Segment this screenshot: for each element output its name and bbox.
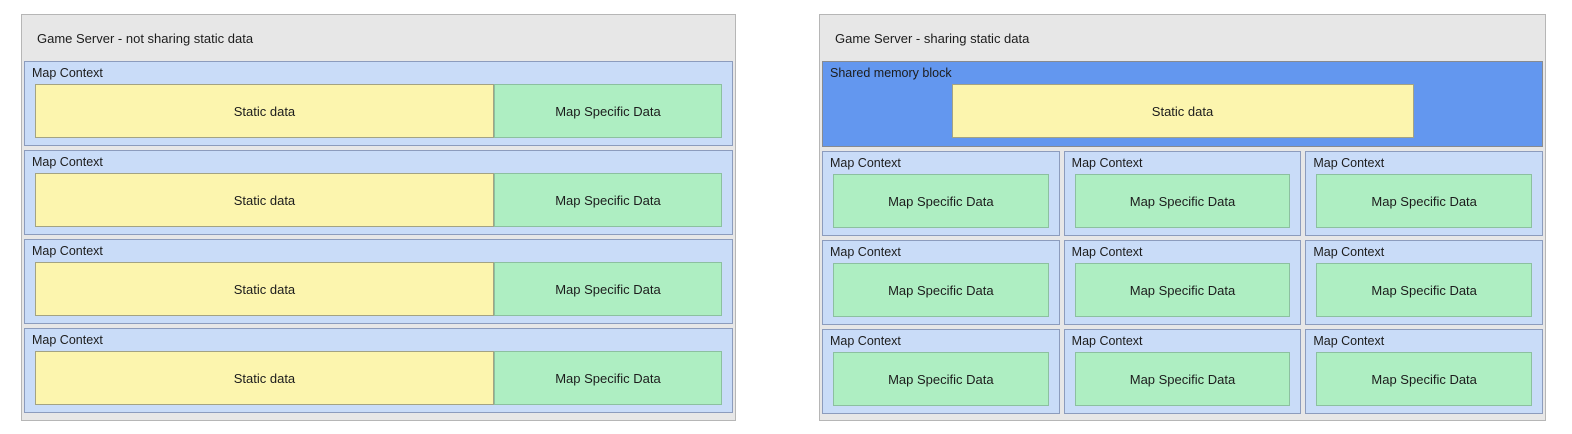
map-context-box: Map Context Static data Map Specific Dat…: [24, 328, 733, 413]
map-specific-data-box: Map Specific Data: [833, 174, 1049, 228]
map-context-box: Map Context Static data Map Specific Dat…: [24, 150, 733, 235]
static-data-box: Static data: [35, 84, 494, 138]
static-data-box: Static data: [35, 262, 494, 316]
map-context-box: Map Context Map Specific Data: [1063, 240, 1302, 325]
map-specific-data-box: Map Specific Data: [1074, 352, 1291, 406]
map-context-grid: Map Context Map Specific Data Map Contex…: [822, 151, 1543, 414]
map-context-label: Map Context: [1313, 334, 1385, 348]
map-specific-data-box: Map Specific Data: [493, 84, 722, 138]
map-specific-data-box: Map Specific Data: [833, 263, 1049, 317]
map-context-label: Map Context: [32, 333, 103, 347]
static-data-box: Static data: [35, 173, 494, 227]
shared-memory-label: Shared memory block: [830, 66, 952, 80]
map-context-label: Map Context: [32, 244, 103, 258]
map-context-content: Static data Map Specific Data: [35, 173, 722, 227]
static-data-box: Static data: [35, 351, 494, 405]
map-context-box: Map Context Static data Map Specific Dat…: [24, 239, 733, 324]
map-context-label: Map Context: [32, 155, 103, 169]
map-context-label: Map Context: [32, 66, 103, 80]
map-context-box: Map Context Map Specific Data: [1305, 151, 1543, 236]
map-context-box: Map Context Map Specific Data: [822, 240, 1060, 325]
map-context-box: Map Context Map Specific Data: [822, 329, 1060, 414]
map-specific-data-box: Map Specific Data: [1074, 174, 1291, 228]
map-context-box: Map Context Static data Map Specific Dat…: [24, 61, 733, 146]
panel-title: Game Server - sharing static data: [835, 30, 1030, 46]
map-specific-data-box: Map Specific Data: [493, 173, 722, 227]
map-context-content: Static data Map Specific Data: [35, 262, 722, 316]
map-specific-data-box: Map Specific Data: [1316, 263, 1532, 317]
map-context-box: Map Context Map Specific Data: [1063, 329, 1302, 414]
map-specific-data-box: Map Specific Data: [493, 262, 722, 316]
shared-memory-block: Shared memory block Static data: [822, 61, 1543, 147]
map-context-content: Static data Map Specific Data: [35, 84, 722, 138]
map-context-label: Map Context: [1071, 334, 1143, 348]
map-context-label: Map Context: [830, 245, 901, 259]
panel-title: Game Server - not sharing static data: [37, 30, 254, 46]
map-context-label: Map Context: [1313, 245, 1385, 259]
map-context-content: Static data Map Specific Data: [35, 351, 722, 405]
panel-sharing-static-data: Game Server - sharing static data Shared…: [819, 14, 1546, 421]
map-context-label: Map Context: [1071, 156, 1143, 170]
map-context-box: Map Context Map Specific Data: [1305, 329, 1543, 414]
map-specific-data-box: Map Specific Data: [1316, 352, 1532, 406]
map-context-box: Map Context Map Specific Data: [1063, 151, 1302, 236]
map-context-box: Map Context Map Specific Data: [1305, 240, 1543, 325]
map-context-rows: Map Context Static data Map Specific Dat…: [24, 61, 733, 413]
panel-not-sharing-static-data: Game Server - not sharing static data Ma…: [21, 14, 736, 421]
map-specific-data-box: Map Specific Data: [833, 352, 1049, 406]
map-context-box: Map Context Map Specific Data: [822, 151, 1060, 236]
map-context-label: Map Context: [830, 334, 901, 348]
map-specific-data-box: Map Specific Data: [493, 351, 722, 405]
shared-static-data-box: Static data: [951, 84, 1414, 138]
map-context-label: Map Context: [830, 156, 901, 170]
map-context-label: Map Context: [1313, 156, 1385, 170]
map-specific-data-box: Map Specific Data: [1074, 263, 1291, 317]
map-context-label: Map Context: [1071, 245, 1143, 259]
map-specific-data-box: Map Specific Data: [1316, 174, 1532, 228]
